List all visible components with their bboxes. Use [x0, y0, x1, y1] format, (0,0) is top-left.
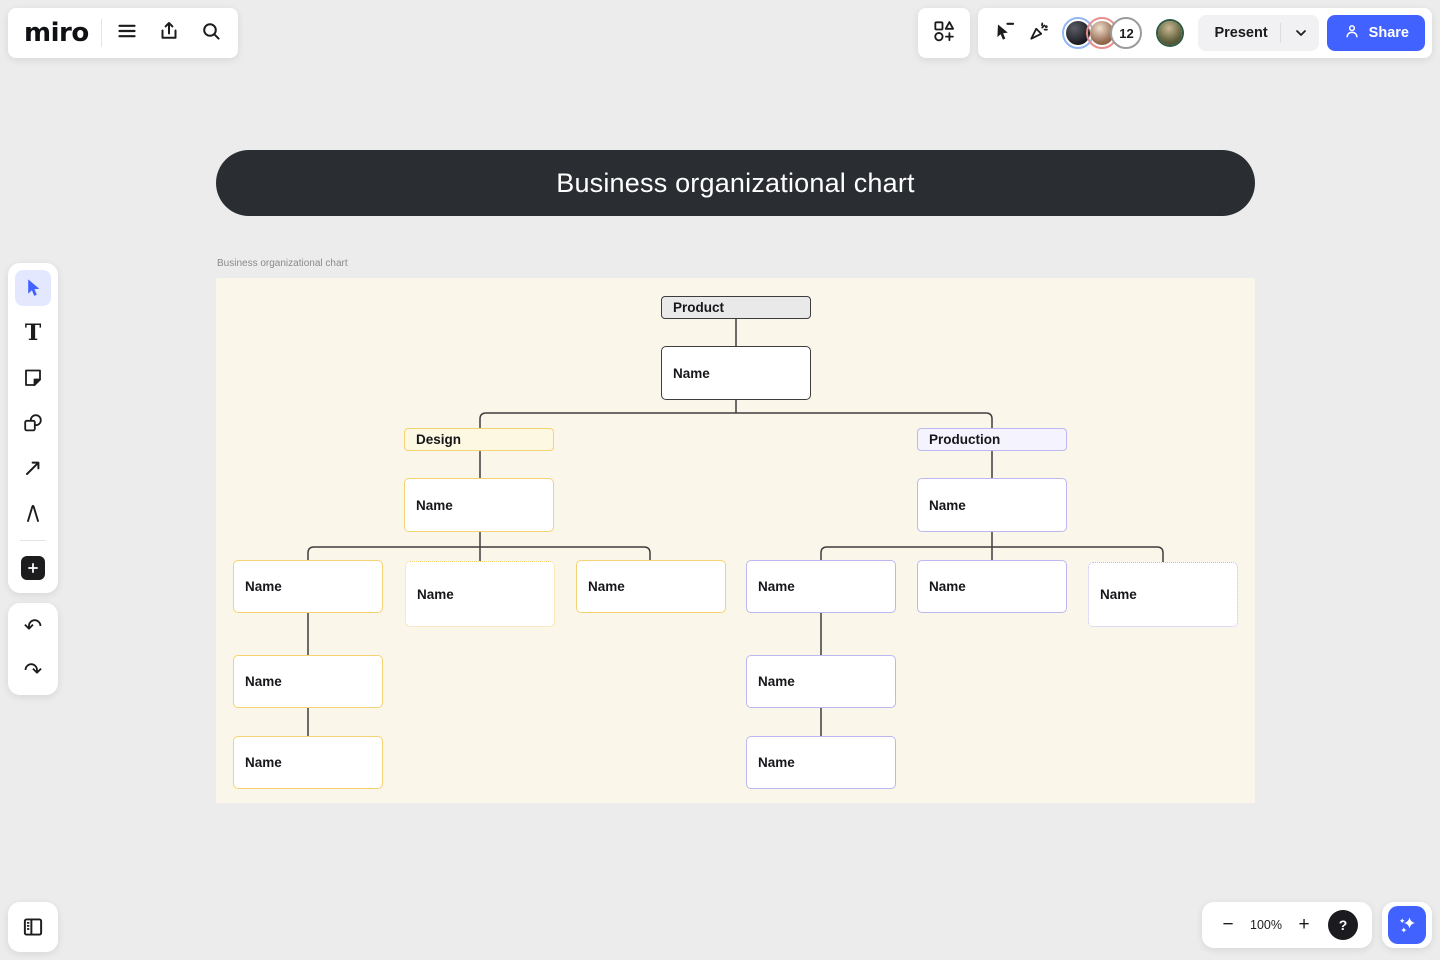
divider	[20, 540, 46, 541]
pen-icon	[27, 504, 39, 522]
plus-icon	[21, 556, 45, 580]
org-node-product[interactable]: Product	[661, 296, 811, 319]
board-title-shape[interactable]: Business organizational chart	[216, 150, 1255, 216]
org-node-design[interactable]: Design	[404, 428, 554, 451]
avatar-facilitator[interactable]	[1156, 17, 1185, 49]
share-label: Share	[1368, 25, 1409, 41]
connector-tool[interactable]	[15, 450, 51, 486]
board-title-text: Business organizational chart	[556, 167, 915, 198]
pen-tool[interactable]	[15, 495, 51, 531]
text-tool-icon: T	[24, 320, 42, 346]
history-toolbar: ↶ ↷	[8, 603, 58, 695]
cursor-icon	[28, 279, 40, 296]
present-options-button[interactable]	[1287, 19, 1315, 47]
templates-shapes-button[interactable]	[918, 8, 970, 58]
sparkles-icon	[1399, 917, 1415, 933]
text-tool[interactable]: T	[15, 315, 51, 351]
ai-assist-button[interactable]	[1388, 906, 1426, 944]
follow-cursor-icon	[993, 19, 1017, 48]
sticky-note-tool[interactable]	[15, 360, 51, 396]
select-tool[interactable]	[15, 270, 51, 306]
templates-icon	[931, 18, 957, 49]
org-node-name[interactable]: Name	[746, 560, 896, 613]
main-menu-bar: miro	[8, 8, 238, 58]
zoom-level[interactable]: 100%	[1250, 918, 1282, 932]
org-node-name[interactable]: Name	[233, 655, 383, 708]
org-chart-connectors	[307, 318, 1164, 736]
redo-icon: ↷	[23, 658, 43, 683]
org-node-name[interactable]: Name	[746, 655, 896, 708]
export-icon	[157, 19, 181, 48]
org-node-name[interactable]: Name	[917, 560, 1067, 613]
miro-logo[interactable]: miro	[24, 18, 89, 48]
shapes-icon	[24, 414, 42, 432]
person-icon	[1343, 22, 1361, 45]
reactions-button[interactable]	[1022, 12, 1056, 54]
org-node-name[interactable]: Name	[233, 560, 383, 613]
org-node-name[interactable]: Name	[661, 346, 811, 400]
search-button[interactable]	[190, 12, 232, 54]
frame-title[interactable]: Business organizational chart	[217, 258, 348, 269]
help-button[interactable]: ?	[1328, 910, 1358, 940]
arrow-icon	[26, 461, 40, 475]
zoom-out-button[interactable]: −	[1222, 914, 1234, 935]
share-button[interactable]: Share	[1326, 15, 1425, 51]
shapes-tool[interactable]	[15, 405, 51, 441]
zoom-toolbar: − 100% + ?	[1202, 902, 1372, 948]
avatar-photo	[1158, 21, 1183, 45]
org-node-production[interactable]: Production	[917, 428, 1067, 451]
search-icon	[199, 19, 223, 48]
org-node-name-placeholder[interactable]: Name	[405, 561, 555, 627]
org-node-name-placeholder[interactable]: Name	[1088, 562, 1238, 627]
more-tools-button[interactable]	[15, 550, 51, 586]
undo-button[interactable]: ↶	[15, 609, 51, 645]
divider	[100, 19, 102, 47]
present-label: Present	[1214, 25, 1268, 41]
org-node-name[interactable]: Name	[404, 478, 554, 532]
frames-panel-button[interactable]	[8, 902, 58, 952]
org-node-name[interactable]: Name	[576, 560, 726, 613]
ai-assist-card	[1382, 902, 1432, 948]
export-button[interactable]	[148, 12, 190, 54]
divider	[1279, 23, 1281, 43]
org-node-name[interactable]: Name	[233, 736, 383, 789]
chevron-down-icon	[1295, 30, 1306, 36]
avatar-overflow-count[interactable]: 12	[1110, 17, 1143, 49]
present-button[interactable]: Present	[1198, 15, 1319, 51]
org-node-name[interactable]: Name	[746, 736, 896, 789]
confetti-icon	[1027, 19, 1051, 48]
org-chart-frame[interactable]: Product Name Design Name Production Name…	[216, 278, 1255, 803]
zoom-in-button[interactable]: +	[1298, 914, 1310, 935]
follow-button[interactable]	[988, 12, 1022, 54]
frames-panel-icon	[23, 918, 43, 936]
avatar-stack[interactable]: 12	[1062, 17, 1143, 49]
org-node-name[interactable]: Name	[917, 478, 1067, 532]
creation-toolbar: T	[8, 263, 58, 593]
collaboration-bar: 12 Present Share	[978, 8, 1432, 58]
hamburger-icon	[115, 19, 139, 48]
redo-button[interactable]: ↷	[15, 653, 51, 689]
main-menu-button[interactable]	[106, 12, 148, 54]
sticky-note-icon	[25, 369, 41, 386]
undo-icon: ↶	[23, 614, 43, 639]
